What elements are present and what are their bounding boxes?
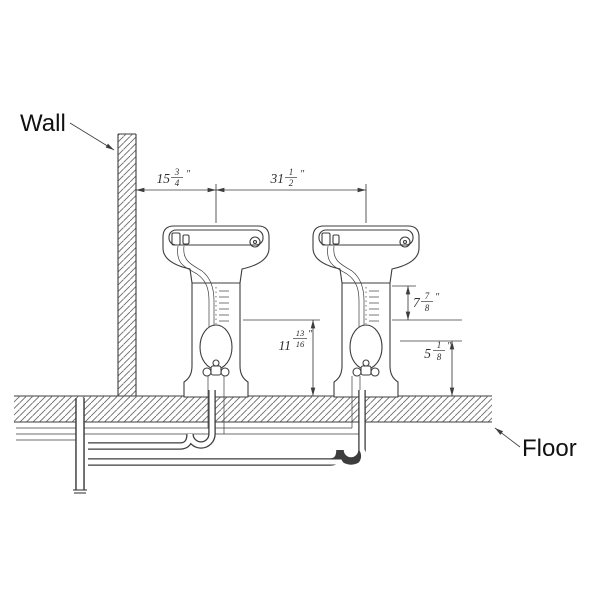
wall-label: Wall (20, 110, 66, 137)
dim-text: ″ (300, 169, 305, 180)
floor-leader-arrow (494, 427, 521, 448)
dim-text: ″ (447, 341, 452, 352)
floor-label: Floor (522, 435, 577, 462)
drain-piping (73, 390, 366, 494)
dim-text: 13 (296, 328, 305, 338)
sink-right (312, 225, 420, 398)
floor-callout: Floor (494, 427, 577, 462)
dim-text: ″ (435, 292, 440, 303)
floor-section (14, 395, 492, 423)
dim-text: 16 (296, 339, 305, 349)
dim-text: ″ (308, 329, 313, 340)
dim-sink-to-sink: 31 1 2 ″ (216, 167, 366, 193)
dim-text: 5 (424, 346, 431, 361)
dim-text: 4 (175, 178, 180, 188)
dim-text: 1 (437, 340, 442, 350)
dim-text: 2 (289, 178, 294, 188)
dim-text: 3 (174, 167, 180, 177)
dim-wall-to-sink: 15 3 4 ″ (136, 167, 367, 223)
dim-text: 1 (289, 167, 294, 177)
dim-text: 7 (413, 295, 421, 310)
dim-text: 7 (425, 291, 430, 301)
dim-text: ″ (186, 169, 191, 180)
dim-right-lower: 5 1 8 ″ (400, 340, 462, 396)
dim-right-upper: 7 7 8 ″ (392, 285, 462, 321)
dim-text: 8 (437, 352, 442, 362)
dim-text: 31 (270, 171, 285, 186)
dim-text: 11 (279, 338, 292, 353)
dim-left-side: 11 13 16 ″ (243, 319, 320, 396)
wall-leader-arrow (69, 122, 115, 151)
sink-left (162, 225, 270, 398)
dim-text: 15 (157, 171, 171, 186)
wall-section (117, 133, 137, 396)
wall-callout: Wall (20, 110, 115, 151)
dim-text: 8 (425, 303, 430, 313)
